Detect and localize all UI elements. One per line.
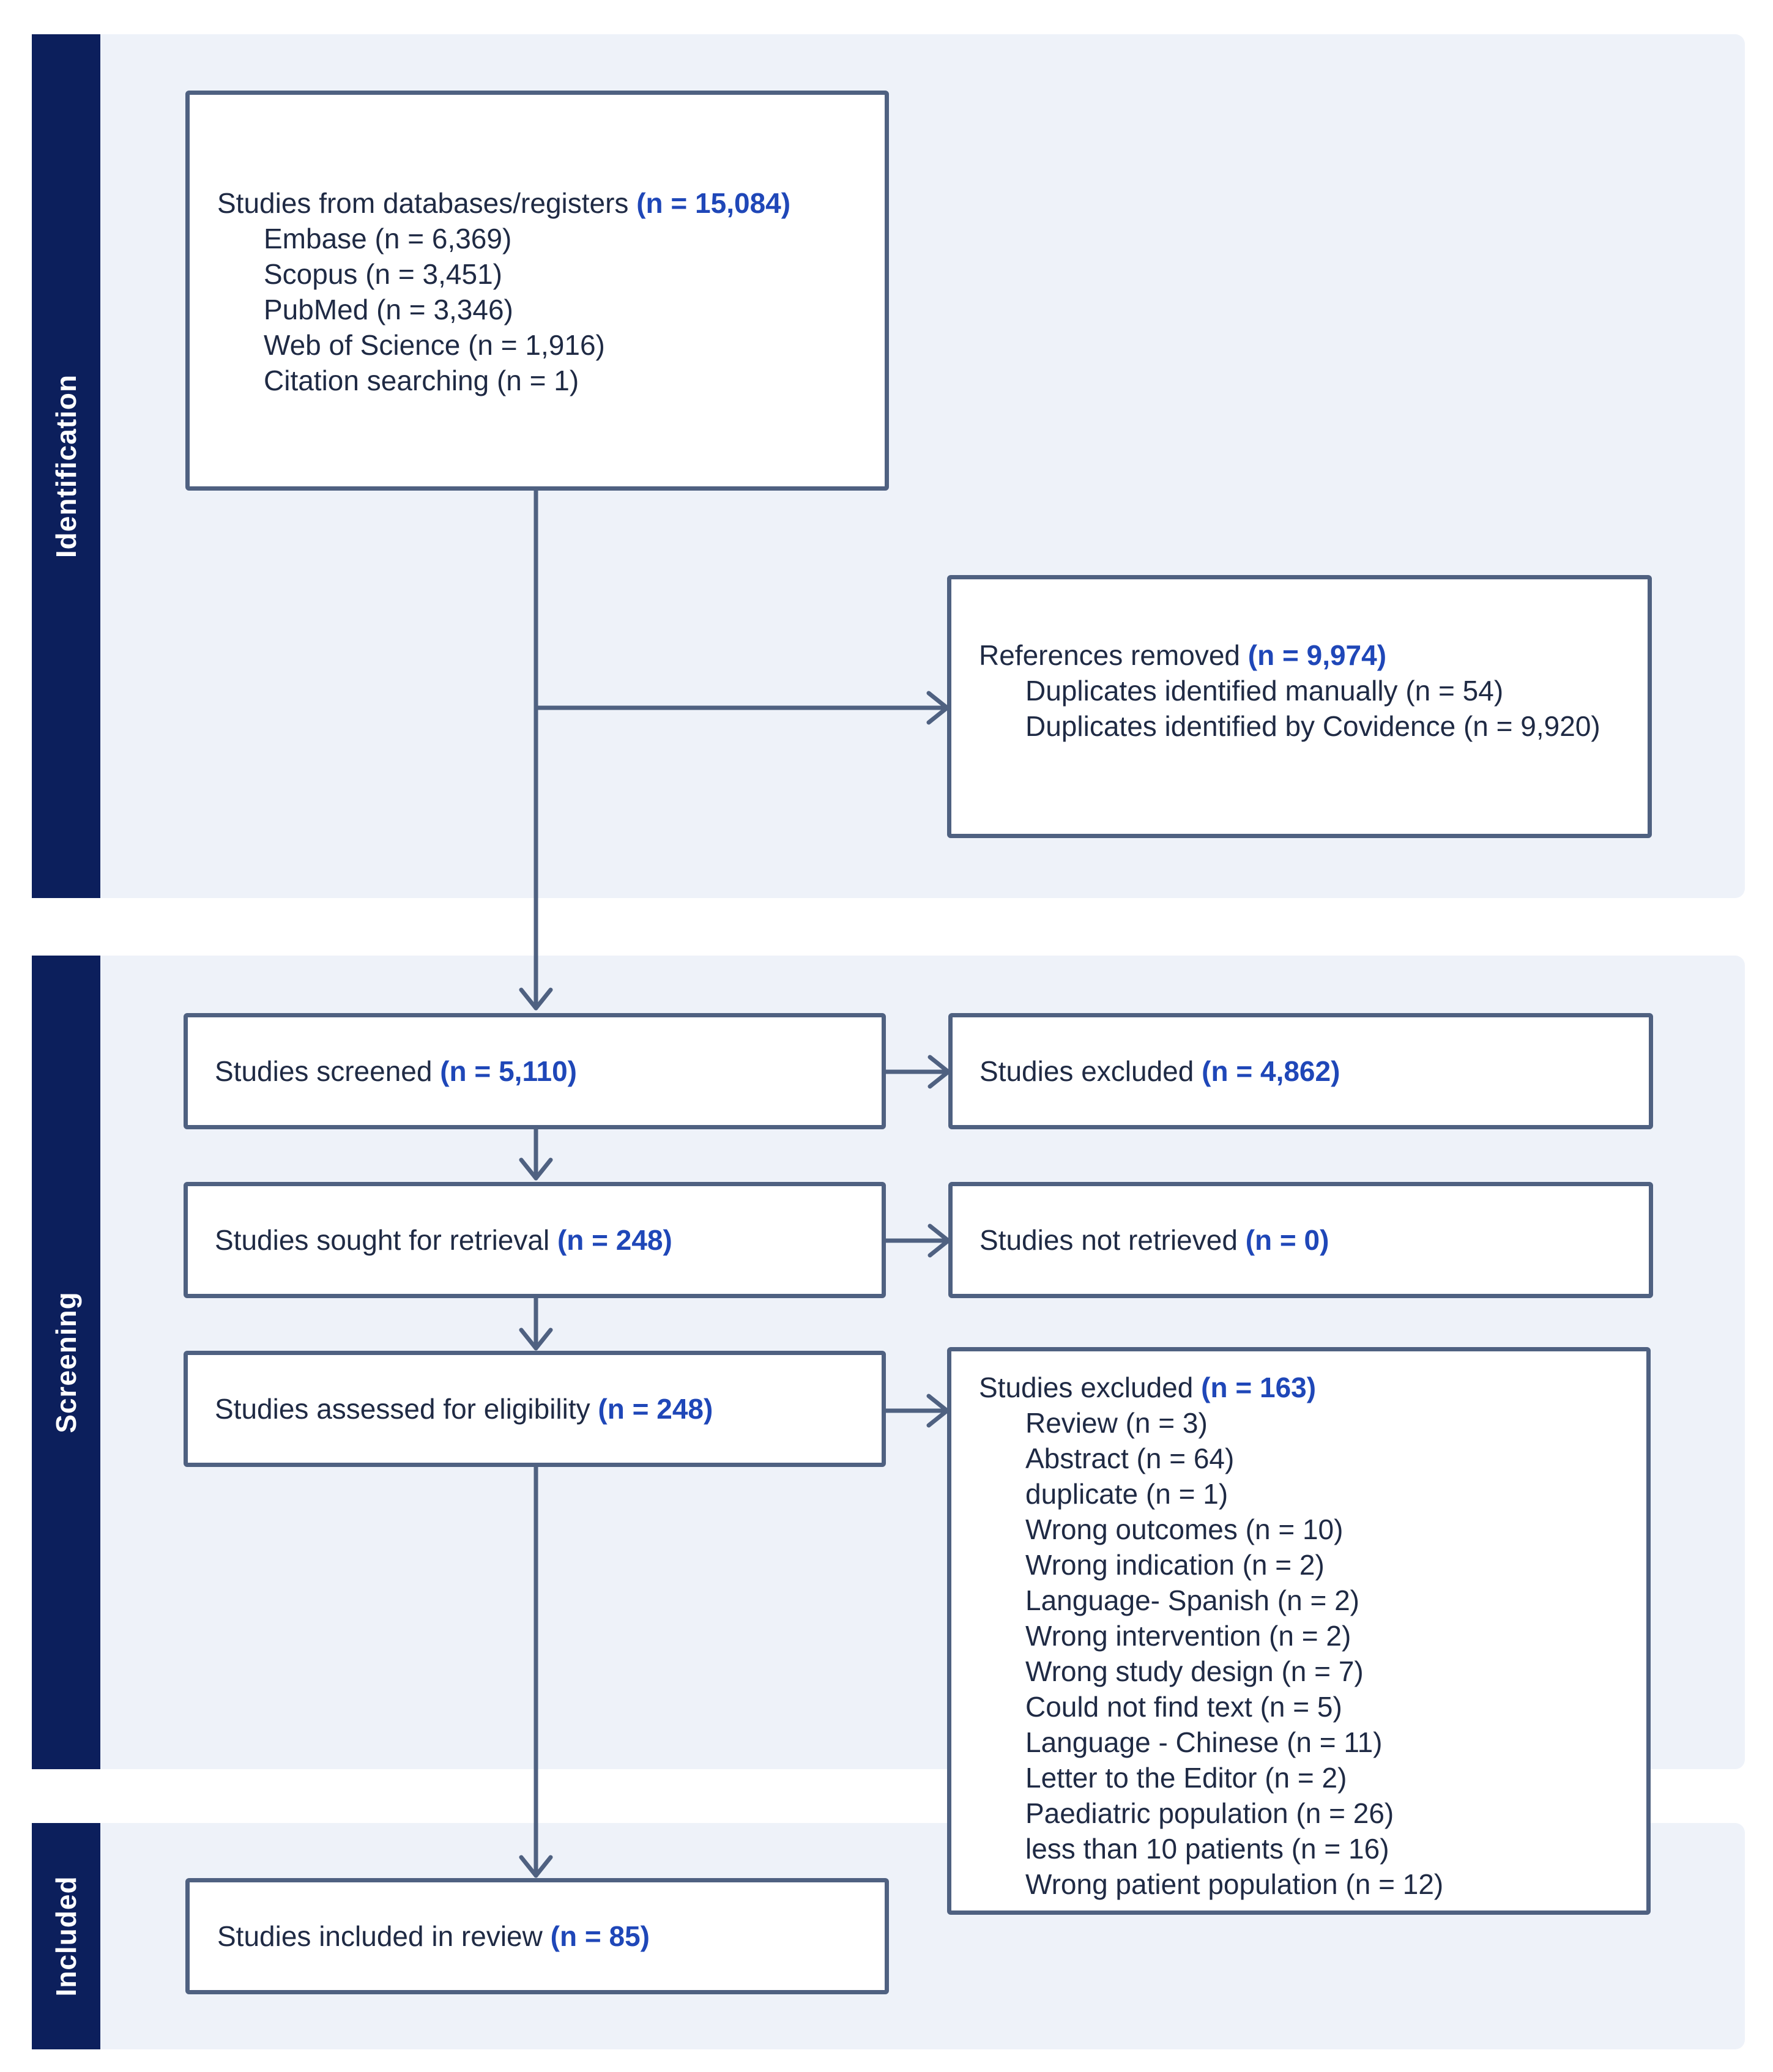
studies-excluded-screen-box: Studies excluded (n = 4,862) bbox=[948, 1013, 1653, 1129]
studies-sought-box: Studies sought for retrieval (n = 248) bbox=[184, 1182, 886, 1298]
studies-included-label: Studies included in review bbox=[217, 1920, 543, 1952]
exclusion-reason-item: Wrong patient population (n = 12) bbox=[1025, 1868, 1444, 1900]
studies-assessed-box: Studies assessed for eligibility (n = 24… bbox=[184, 1351, 886, 1467]
databases-item: PubMed (n = 3,346) bbox=[264, 294, 513, 325]
studies-sought-text: Studies sought for retrieval (n = 248) bbox=[215, 1222, 672, 1258]
studies-excluded-screen-label: Studies excluded bbox=[979, 1055, 1194, 1087]
studies-assessed-text: Studies assessed for eligibility (n = 24… bbox=[215, 1391, 713, 1427]
arrowhead-included bbox=[519, 1855, 553, 1878]
studies-excluded-full-heading: Studies excluded (n = 163) bbox=[979, 1370, 1443, 1405]
references-removed-item: Duplicates identified manually (n = 54) bbox=[1025, 675, 1504, 707]
included-side-bar bbox=[32, 1823, 100, 2049]
exclusion-reason-item: less than 10 patients (n = 16) bbox=[1025, 1833, 1389, 1865]
studies-included-count: (n = 85) bbox=[550, 1920, 650, 1952]
exclusion-reason-item: duplicate (n = 1) bbox=[1025, 1478, 1228, 1510]
databases-item: Web of Science (n = 1,916) bbox=[264, 329, 605, 361]
exclusion-reason-item: Wrong indication (n = 2) bbox=[1025, 1549, 1325, 1581]
exclusion-reason-item: Wrong outcomes (n = 10) bbox=[1025, 1513, 1344, 1545]
studies-assessed-label: Studies assessed for eligibility bbox=[215, 1393, 590, 1425]
exclusion-reason-item: Could not find text (n = 5) bbox=[1025, 1691, 1342, 1723]
databases-label: Studies from databases/registers bbox=[217, 187, 629, 219]
studies-sought-count: (n = 248) bbox=[557, 1224, 672, 1256]
exclusion-reason-item: Abstract (n = 64) bbox=[1025, 1443, 1235, 1474]
databases-item: Embase (n = 6,369) bbox=[264, 223, 512, 254]
studies-not-retrieved-box: Studies not retrieved (n = 0) bbox=[948, 1182, 1653, 1298]
studies-excluded-full-label: Studies excluded bbox=[979, 1372, 1194, 1403]
studies-screened-box: Studies screened (n = 5,110) bbox=[184, 1013, 886, 1129]
studies-not-retrieved-label: Studies not retrieved bbox=[979, 1224, 1238, 1256]
studies-screened-count: (n = 5,110) bbox=[440, 1055, 577, 1087]
references-removed-box: References removed (n = 9,974) Duplicate… bbox=[947, 575, 1652, 838]
arrowhead-sought bbox=[519, 1157, 553, 1181]
exclusion-reason-item: Letter to the Editor (n = 2) bbox=[1025, 1762, 1347, 1794]
databases-item: Citation searching (n = 1) bbox=[264, 365, 579, 396]
studies-excluded-screen-text: Studies excluded (n = 4,862) bbox=[979, 1053, 1340, 1089]
references-removed-label: References removed bbox=[979, 639, 1240, 671]
exclusion-reason-item: Wrong intervention (n = 2) bbox=[1025, 1620, 1351, 1652]
studies-screened-text: Studies screened (n = 5,110) bbox=[215, 1053, 577, 1089]
studies-excluded-full-count: (n = 163) bbox=[1201, 1372, 1317, 1403]
studies-excluded-full-box: Studies excluded (n = 163) Review (n = 3… bbox=[947, 1347, 1651, 1915]
studies-included-box: Studies included in review (n = 85) bbox=[185, 1878, 889, 1994]
exclusion-reason-item: Paediatric population (n = 26) bbox=[1025, 1797, 1394, 1829]
databases-item: Scopus (n = 3,451) bbox=[264, 258, 502, 290]
references-removed-heading: References removed (n = 9,974) bbox=[979, 637, 1600, 673]
studies-sought-label: Studies sought for retrieval bbox=[215, 1224, 550, 1256]
arrowhead-screened bbox=[519, 987, 553, 1011]
studies-excluded-full-text: Studies excluded (n = 163) Review (n = 3… bbox=[979, 1370, 1443, 1902]
studies-excluded-screen-count: (n = 4,862) bbox=[1202, 1055, 1340, 1087]
references-removed-count: (n = 9,974) bbox=[1247, 639, 1387, 671]
databases-text: Studies from databases/registers (n = 15… bbox=[217, 185, 790, 398]
exclusion-reason-item: Review (n = 3) bbox=[1025, 1407, 1208, 1439]
screening-side-bar bbox=[32, 956, 100, 1769]
exclusion-reason-item: Language - Chinese (n = 11) bbox=[1025, 1726, 1383, 1758]
studies-assessed-count: (n = 248) bbox=[598, 1393, 713, 1425]
databases-count: (n = 15,084) bbox=[636, 187, 791, 219]
references-removed-item: Duplicates identified by Covidence (n = … bbox=[1025, 710, 1600, 742]
exclusion-reason-item: Wrong study design (n = 7) bbox=[1025, 1655, 1364, 1687]
identification-side-bar bbox=[32, 34, 100, 898]
references-removed-text: References removed (n = 9,974) Duplicate… bbox=[979, 637, 1600, 744]
studies-included-text: Studies included in review (n = 85) bbox=[217, 1918, 650, 1954]
databases-heading: Studies from databases/registers (n = 15… bbox=[217, 185, 790, 221]
exclusion-reason-item: Language- Spanish (n = 2) bbox=[1025, 1584, 1360, 1616]
studies-not-retrieved-count: (n = 0) bbox=[1245, 1224, 1329, 1256]
studies-not-retrieved-text: Studies not retrieved (n = 0) bbox=[979, 1222, 1329, 1258]
studies-screened-label: Studies screened bbox=[215, 1055, 433, 1087]
arrowhead-assessed bbox=[519, 1327, 553, 1351]
databases-box: Studies from databases/registers (n = 15… bbox=[185, 91, 889, 491]
